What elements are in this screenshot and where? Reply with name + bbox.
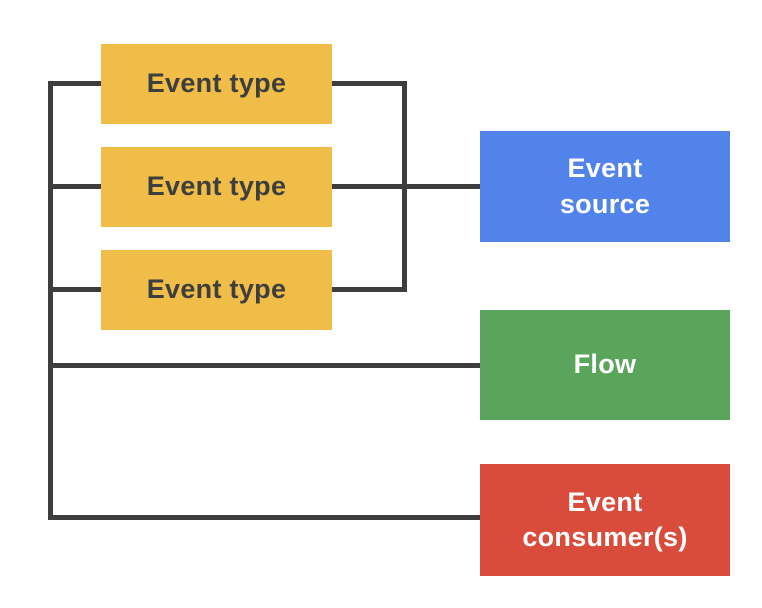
node-event-type-3-label: Event type	[146, 274, 287, 305]
connector-row2-left	[48, 184, 101, 189]
node-event-type-1: Event type	[101, 44, 332, 124]
connector-row1-left	[48, 81, 101, 86]
connector-row3-right	[332, 287, 407, 292]
node-flow: Flow	[480, 310, 730, 420]
node-event-source: Event source	[480, 131, 730, 242]
node-event-consumers: Event consumer(s)	[480, 464, 730, 576]
node-event-consumers-label: Event consumer(s)	[522, 486, 688, 552]
node-event-source-label: Event source	[559, 153, 651, 219]
connector-to-flow	[48, 363, 480, 368]
node-event-type-1-label: Event type	[146, 68, 287, 99]
connector-to-event-consumers	[48, 515, 480, 520]
connector-row1-right	[332, 81, 407, 86]
connector-left-bus-vertical	[48, 81, 53, 520]
connector-bracket-vertical	[402, 81, 407, 292]
node-event-type-2: Event type	[101, 147, 332, 227]
node-event-type-3: Event type	[101, 250, 332, 330]
node-flow-label: Flow	[573, 349, 637, 380]
node-event-type-2-label: Event type	[146, 171, 287, 202]
connector-row3-left	[48, 287, 101, 292]
